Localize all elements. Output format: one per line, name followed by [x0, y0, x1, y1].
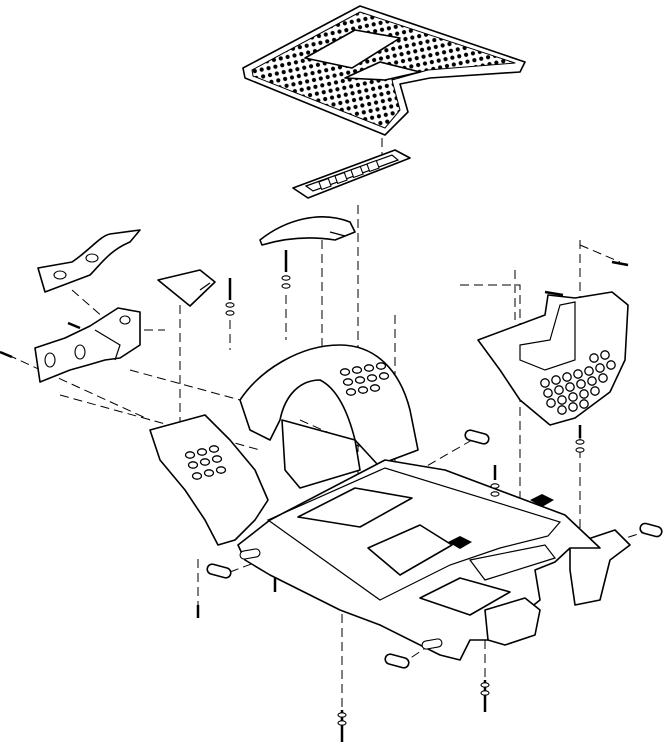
screw-5 — [544, 290, 564, 297]
screw-3 — [67, 321, 81, 330]
screw-12 — [480, 680, 490, 712]
screw-2 — [225, 278, 235, 316]
left-bracket-upper — [37, 229, 141, 293]
top-floor-mat — [242, 5, 526, 136]
screw-fasteners — [0, 250, 629, 742]
screw-7 — [575, 425, 585, 453]
screw-11 — [337, 710, 347, 742]
screw-8 — [490, 465, 500, 497]
fender-vents — [184, 362, 390, 480]
small-cover — [157, 269, 216, 307]
seat-cap — [259, 216, 356, 246]
floor-tray — [237, 459, 601, 661]
spacer-plugs — [206, 429, 663, 669]
rear-storage-tray — [484, 597, 541, 646]
decal-pads — [448, 494, 554, 549]
screw-6 — [611, 260, 629, 267]
storage-box-vents — [540, 350, 616, 415]
left-bracket-lower — [34, 307, 141, 383]
screw-4 — [0, 350, 13, 359]
instrument-panel — [292, 149, 411, 199]
screw-1 — [281, 250, 291, 289]
